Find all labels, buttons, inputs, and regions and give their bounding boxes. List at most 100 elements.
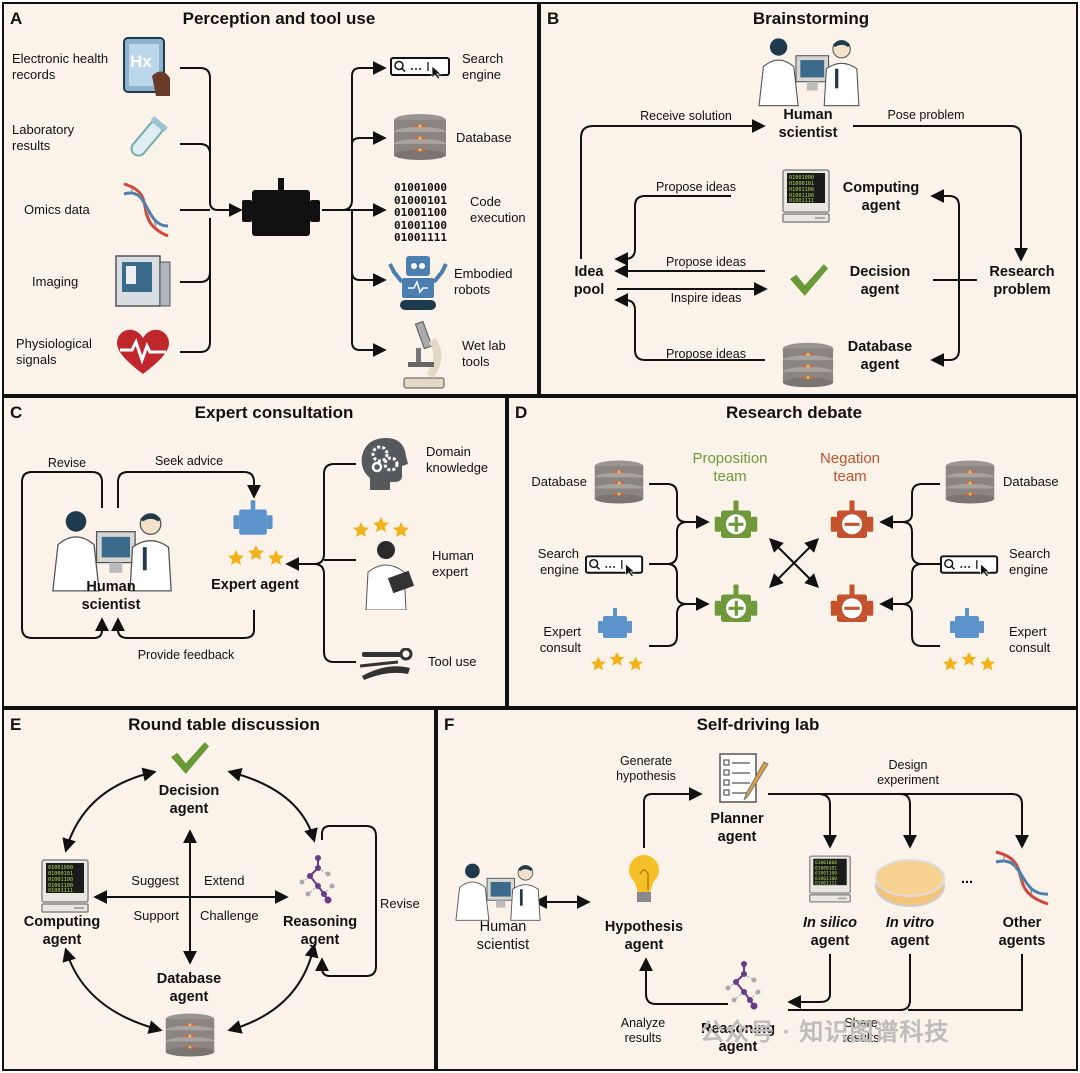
edge-seek-advice: Seek advice <box>154 454 224 468</box>
edge-challenge: Challenge <box>200 908 259 923</box>
label-tool-use: Tool use <box>428 654 477 669</box>
input-label-omics: Omics data <box>24 202 90 217</box>
node-human-scientist: Human scientist <box>81 579 141 613</box>
scanner-icon <box>112 252 174 310</box>
tool-label-wetlab: Wet lab tools <box>462 338 506 369</box>
in-silico-agent-word: agent <box>810 933 850 949</box>
panel-letter: C <box>10 403 23 422</box>
node-research-problem: Research problem <box>989 264 1055 298</box>
node-expert-agent: Expert agent <box>211 577 299 593</box>
node-computing-agent: Computing agent <box>842 180 920 214</box>
test-tube-icon <box>120 116 170 166</box>
negation-robot-1 <box>827 498 877 548</box>
human-scientist-icon <box>450 860 546 924</box>
input-label-physio: Physiological signals <box>16 336 92 367</box>
tool-label-code: Code execution <box>470 194 526 225</box>
panel-d: D Research debate Proposition team Negat… <box>507 396 1078 708</box>
edge-support: Support <box>133 908 179 923</box>
brain-gears-icon <box>358 434 410 492</box>
edge-generate-hypothesis: Generate hypothesis <box>616 754 676 783</box>
computing-agent-icon <box>40 858 90 914</box>
negation-robot-2 <box>827 582 877 632</box>
edge-extend: Extend <box>204 873 245 888</box>
panel-letter: D <box>515 403 528 422</box>
panel-title: Research debate <box>725 403 863 422</box>
panel-c: C Expert consultation Revise Seek advice… <box>2 396 507 708</box>
in-vitro-label: In vitro <box>885 915 935 931</box>
search-engine-icon-right <box>940 552 1002 578</box>
dna-icon <box>992 848 1052 908</box>
label-database-left: Database <box>531 474 587 489</box>
node-human-scientist: Human scientist <box>778 107 838 141</box>
expert-robot-icon-left <box>595 606 635 646</box>
node-other-agents: Other agents <box>998 915 1046 949</box>
panel-b: B Brainstorming Human scientist Receive … <box>539 2 1078 396</box>
node-idea-pool: Idea pool <box>573 264 605 298</box>
database-agent-icon <box>162 1010 218 1060</box>
database-icon-left <box>591 458 647 506</box>
panel-f: F Self-driving lab Human scientist Hypot… <box>436 708 1078 1071</box>
search-engine-icon-left <box>585 552 647 578</box>
binary-code-icon: 01001000 01000101 01001100 01001100 0100… <box>394 181 447 244</box>
node-hypothesis-agent: Hypothesis agent <box>604 919 684 953</box>
label-domain-knowledge: Domain knowledge <box>426 444 489 475</box>
panel-title: Round table discussion <box>128 715 320 734</box>
node-in-silico-agent: In silico agent <box>782 914 878 950</box>
input-label-lab: Laboratory results <box>12 122 75 153</box>
expert-robot-icon <box>230 498 276 544</box>
human-scientist-icon <box>749 34 869 110</box>
node-human-scientist: Human scientist <box>476 919 530 953</box>
edge-design-experiment: Design experiment <box>877 758 939 787</box>
panel-e: E Round table discussion Decision agent … <box>2 708 436 1071</box>
edge-propose-ideas-2: Propose ideas <box>666 255 746 269</box>
tool-label-robots: Embodied robots <box>454 266 513 297</box>
stars-icon-right <box>941 650 997 674</box>
node-in-vitro-agent: In vitro agent <box>862 914 958 950</box>
node-database-agent: Database agent <box>847 339 913 373</box>
panel-letter: B <box>547 9 560 28</box>
reasoning-tree-icon <box>724 960 764 1010</box>
panel-letter: F <box>444 715 455 734</box>
watermark: 公众号 · 知识图谱科技 <box>700 1019 950 1046</box>
edge-propose-ideas-3: Propose ideas <box>666 347 746 361</box>
input-label-imaging: Imaging <box>32 274 79 289</box>
node-reasoning-agent: Reasoning agent <box>282 914 358 948</box>
node-planner-agent: Planner agent <box>710 811 764 845</box>
panel-a: A Perception and tool use Electronic hea… <box>2 2 539 396</box>
edge-share-results: Share results <box>842 1016 880 1045</box>
in-silico-label: In silico <box>803 915 857 931</box>
label-expert-right: Expert consult <box>1009 624 1051 655</box>
label-database-right: Database <box>1003 474 1059 489</box>
panel-letter: E <box>10 715 22 734</box>
input-label-ehr: Electronic health records <box>12 51 109 82</box>
central-agent-icon <box>242 176 320 240</box>
edge-propose-ideas-1: Propose ideas <box>656 180 736 194</box>
lightbulb-icon <box>624 852 664 906</box>
tool-label-database: Database <box>456 130 512 145</box>
node-database-agent: Database agent <box>156 971 222 1005</box>
computing-agent-icon <box>781 168 831 224</box>
edge-analyze-results: Analyze results <box>620 1016 666 1045</box>
label-human-expert: Human expert <box>432 548 474 579</box>
panel-title: Self-driving lab <box>696 715 820 734</box>
edge-revise: Revise <box>380 896 420 911</box>
search-engine-icon <box>390 54 454 80</box>
robot-arm-icon <box>388 252 448 312</box>
tablet-icon: Hx <box>122 36 172 96</box>
label-expert-left: Expert consult <box>539 624 581 655</box>
in-silico-computer-icon <box>808 854 852 904</box>
team-negation-label: Negation team <box>819 450 881 485</box>
database-icon <box>390 112 450 162</box>
stars-icon <box>226 544 286 568</box>
checkmark-icon <box>787 262 831 298</box>
node-decision-agent: Decision agent <box>158 783 220 817</box>
dna-icon <box>120 180 172 240</box>
panel-title: Perception and tool use <box>182 9 376 28</box>
reasoning-tree-icon <box>298 854 338 904</box>
human-expert-icon <box>360 538 420 611</box>
node-computing-agent: Computing agent <box>23 914 101 948</box>
edge-pose-problem: Pose problem <box>887 108 965 122</box>
checklist-icon <box>714 750 772 808</box>
expert-robot-icon-right <box>947 606 987 646</box>
human-expert-stars-icon <box>348 516 414 540</box>
